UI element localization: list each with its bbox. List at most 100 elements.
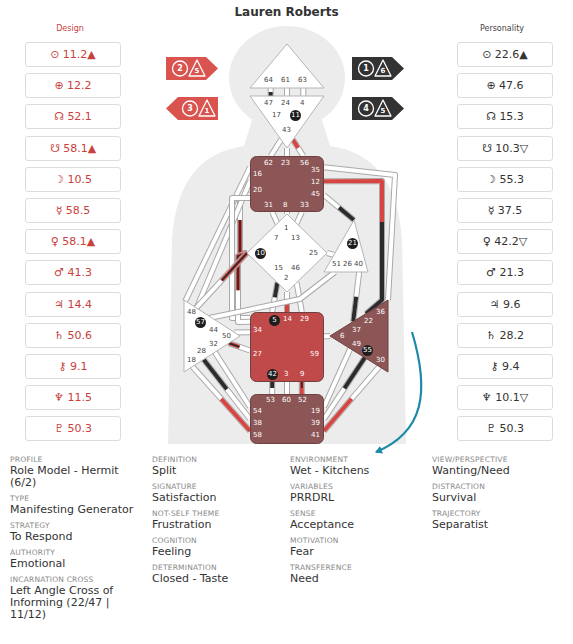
gate-number: 23	[281, 159, 290, 167]
channel-outline	[299, 382, 305, 394]
field-value: Separatist	[432, 519, 568, 531]
gate-number: 6	[340, 332, 344, 340]
planet-value: ♆ 11.5	[26, 386, 120, 409]
planet-box: ♀ 58.1▲	[25, 229, 121, 254]
channel-activation	[240, 220, 247, 253]
gate-number: 13	[291, 234, 300, 242]
channel	[270, 88, 271, 96]
channel-outline	[271, 140, 281, 156]
channel-fill	[272, 212, 277, 223]
arrow-number: 3	[183, 104, 197, 114]
field-value: Manifesting Generator	[10, 504, 146, 516]
center-fill	[251, 313, 324, 382]
channel-activation	[366, 222, 382, 314]
info-column: ENVIRONMENTWet - KitchensVARIABLESPRRDRL…	[290, 455, 428, 590]
channel-activation	[270, 382, 274, 388]
gate-number: 33	[300, 201, 309, 209]
channel-outline	[196, 253, 247, 308]
gate-number: 63	[298, 76, 307, 84]
arrow-body	[166, 97, 218, 120]
planet-box: ☊ 15.3	[457, 104, 553, 129]
channel-activation	[300, 382, 304, 388]
center-fill	[250, 96, 324, 148]
planet-box: ☋ 10.3▽	[457, 136, 553, 161]
arrow-body	[352, 97, 404, 120]
arrow-number: 1	[359, 64, 373, 74]
center-shape: 47244171143	[250, 96, 324, 148]
gate-number: 21	[347, 238, 358, 249]
triangle-icon	[375, 60, 391, 76]
field-value: Emotional	[10, 558, 146, 570]
field-label: MOTIVATION	[290, 536, 428, 546]
gate-number: 49	[352, 340, 361, 348]
center-shape: 622356163520124531833	[250, 156, 324, 212]
channel-outline	[324, 333, 330, 340]
circle-icon	[173, 61, 188, 76]
arrow-badge: 16	[352, 57, 404, 80]
field-label: DEFINITION	[152, 455, 284, 465]
planet-value: ⊕ 12.2	[26, 74, 120, 97]
gate-number: 51	[332, 260, 341, 268]
planet-value: ⊙ 22.6▲	[458, 43, 552, 66]
circle-icon	[183, 101, 198, 116]
center-fill	[251, 157, 324, 212]
arrow-number: 6	[376, 66, 390, 76]
gate-number: 11	[290, 110, 301, 121]
planet-value: ♃ 14.4	[26, 293, 120, 316]
gate-number: 39	[311, 419, 320, 427]
info-column: VIEW/PERSPECTIVEWanting/NeedDISTRACTIONS…	[432, 455, 568, 536]
channel	[293, 140, 303, 156]
field-label: PROFILE	[10, 455, 146, 465]
channel	[327, 253, 334, 255]
planet-box: ☊ 52.1	[25, 104, 121, 129]
planet-value: ☿ 37.5	[458, 199, 552, 222]
gate-number: 19	[311, 407, 320, 415]
gate-number: 9	[300, 370, 304, 378]
center-shape: 3622376495530	[330, 300, 388, 372]
gate-number: 50	[222, 332, 231, 340]
planet-value: ⊕ 47.6	[458, 74, 552, 97]
planet-value: ♄ 28.2	[458, 324, 552, 347]
channel-outline	[229, 343, 250, 350]
channel-fill	[269, 88, 273, 96]
planet-box: ⊕ 47.6	[457, 73, 553, 98]
channel-activation	[339, 208, 354, 220]
channel-outline	[284, 88, 290, 96]
arrow-badge: 31	[166, 97, 218, 120]
gate-number: 17	[272, 111, 281, 119]
channel-activation	[301, 382, 303, 388]
channel-fill	[300, 382, 304, 394]
channel-activation	[240, 220, 247, 253]
gate-number: 4	[300, 99, 304, 107]
arrow-body	[166, 57, 218, 80]
channel-fill	[293, 140, 303, 156]
triangle-icon	[375, 100, 391, 116]
field-label: DISTRACTION	[432, 482, 568, 492]
channel-activation	[353, 297, 356, 322]
field-value: Need	[290, 573, 428, 585]
center-fill	[330, 300, 388, 372]
field-value: Acceptance	[290, 519, 428, 531]
channel	[192, 367, 250, 431]
center-shape: 48574450322818	[184, 300, 240, 372]
field-value: Frustration	[152, 519, 284, 531]
planet-box: ♄ 50.6	[25, 323, 121, 348]
gate-number: 5	[269, 315, 280, 326]
channel	[324, 195, 354, 220]
body-silhouette	[168, 120, 406, 444]
channel-outline	[272, 212, 277, 223]
column-header: Personality	[457, 24, 547, 33]
gate-number: 36	[376, 308, 385, 316]
channel-outline	[284, 148, 290, 156]
channel-outline	[269, 382, 275, 394]
gate-number: 27	[253, 350, 262, 358]
gate-number: 30	[376, 356, 385, 364]
planet-box: ♃ 9.6	[457, 292, 553, 317]
channel-fill	[285, 148, 289, 156]
field-label: DETERMINATION	[152, 563, 284, 573]
arrow-body	[352, 57, 404, 80]
planet-box: ♃ 14.4	[25, 292, 121, 317]
gate-number: 18	[187, 356, 196, 364]
channel-fill	[353, 272, 359, 322]
channel-outline	[284, 382, 290, 394]
